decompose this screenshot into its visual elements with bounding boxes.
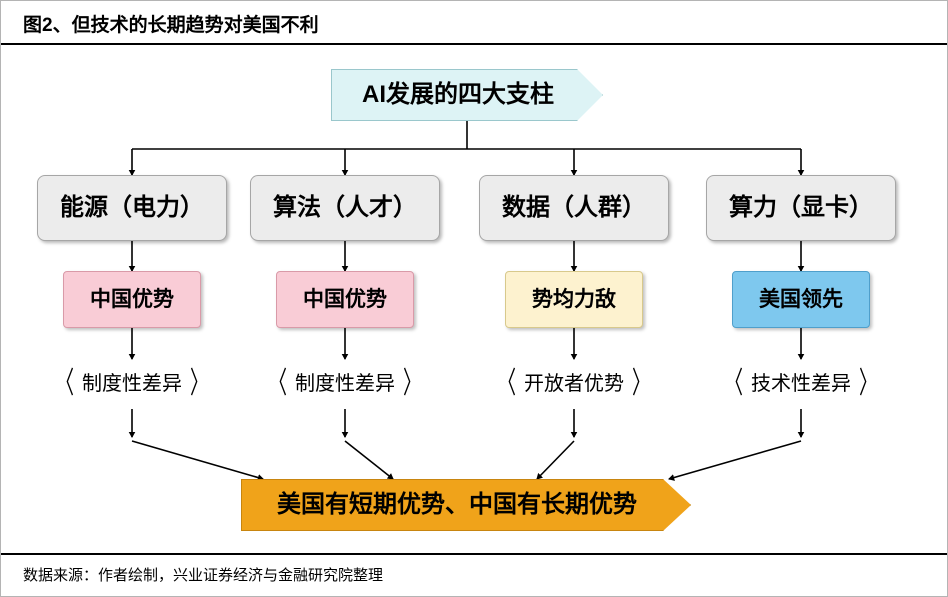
- pillar-node-3: 数据（人群）: [479, 175, 669, 241]
- bracket-left-icon: 〈: [498, 367, 516, 400]
- status-label-3: 势均力敌: [532, 287, 616, 311]
- figure-title-bar: 图2、但技术的长期趋势对美国不利: [1, 1, 947, 45]
- reason-node-4: 〈 技术性差异 〉: [706, 359, 896, 409]
- conclusion-node: 美国有短期优势、中国有长期优势: [241, 479, 691, 531]
- reason-node-1: 〈 制度性差异 〉: [37, 359, 227, 409]
- status-label-4: 美国领先: [759, 287, 843, 311]
- reason-label-1: 制度性差异: [82, 373, 182, 395]
- bracket-right-icon: 〉: [190, 367, 208, 400]
- figure-source-bar: 数据来源：作者绘制，兴业证券经济与金融研究院整理: [1, 553, 947, 596]
- reason-label-3: 开放者优势: [524, 373, 624, 395]
- bracket-right-icon: 〉: [403, 367, 421, 400]
- status-label-1: 中国优势: [90, 287, 174, 311]
- bracket-right-icon: 〉: [859, 367, 877, 400]
- conclusion-label: 美国有短期优势、中国有长期优势: [277, 490, 637, 518]
- pillar-label-4: 算力（显卡）: [729, 193, 873, 221]
- bracket-left-icon: 〈: [725, 367, 743, 400]
- status-label-2: 中国优势: [303, 287, 387, 311]
- root-node-label: AI发展的四大支柱: [362, 80, 554, 108]
- bracket-right-icon: 〉: [632, 367, 650, 400]
- pillar-label-2: 算法（人才）: [273, 193, 417, 221]
- pillar-node-2: 算法（人才）: [250, 175, 440, 241]
- reason-label-2: 制度性差异: [295, 373, 395, 395]
- status-node-4: 美国领先: [732, 271, 870, 328]
- status-node-1: 中国优势: [63, 271, 201, 328]
- pillar-node-1: 能源（电力）: [37, 175, 227, 241]
- bracket-left-icon: 〈: [56, 367, 74, 400]
- status-node-2: 中国优势: [276, 271, 414, 328]
- pillar-label-3: 数据（人群）: [502, 193, 646, 221]
- bracket-left-icon: 〈: [269, 367, 287, 400]
- source-note: 数据来源：作者绘制，兴业证券经济与金融研究院整理: [23, 567, 384, 584]
- pillar-label-1: 能源（电力）: [60, 193, 204, 221]
- reason-node-2: 〈 制度性差异 〉: [250, 359, 440, 409]
- page-title: 图2、但技术的长期趋势对美国不利: [23, 15, 319, 36]
- reason-node-3: 〈 开放者优势 〉: [479, 359, 669, 409]
- pillar-node-4: 算力（显卡）: [706, 175, 896, 241]
- root-node: AI发展的四大支柱: [331, 69, 603, 121]
- reason-label-4: 技术性差异: [751, 373, 851, 395]
- status-node-3: 势均力敌: [505, 271, 643, 328]
